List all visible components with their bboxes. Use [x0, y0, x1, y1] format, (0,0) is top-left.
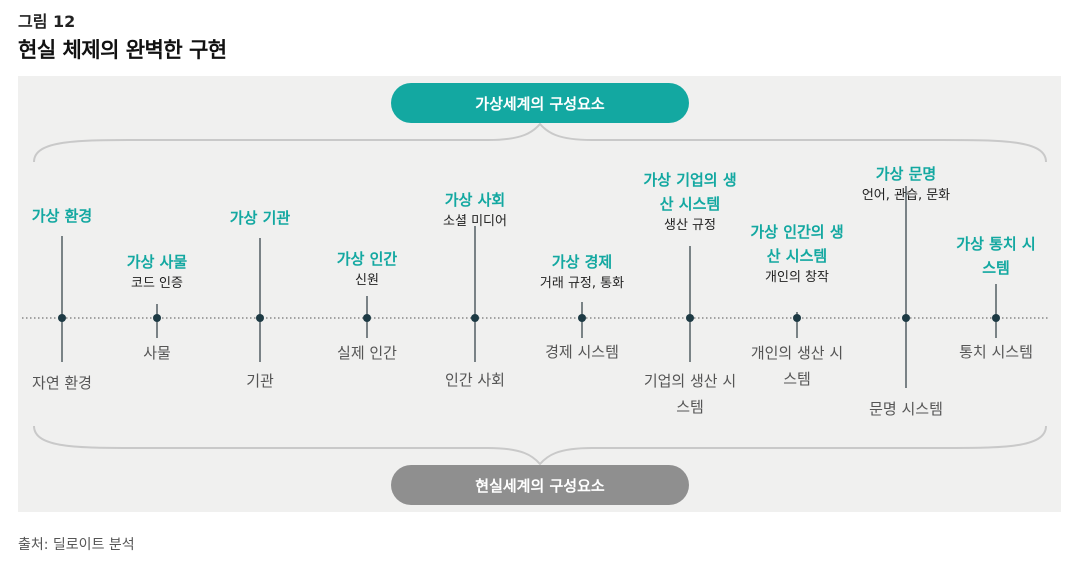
example-label: 코드 인증 [131, 276, 183, 291]
connector-dot-5 [578, 314, 586, 322]
diagram-lines [22, 122, 1048, 466]
real-item-enterprise-production: 기업의 생산 시스템 [595, 368, 785, 420]
connector-dot-9 [992, 314, 1000, 322]
real-item-humans: 실제 인간 [272, 340, 462, 366]
virtual-label: 가상 기업의 생산 시스템 [643, 171, 737, 213]
real-label: 개인의 생산 시스템 [750, 344, 844, 388]
real-label: 인간 사회 [445, 371, 505, 389]
connector-dot-4 [471, 314, 479, 322]
real-label: 자연 환경 [32, 374, 92, 392]
item-personal-production: 가상 인간의 생산 시스템 개인의 창작 [702, 220, 892, 288]
virtual-label: 가상 문명 [875, 165, 937, 183]
real-label: 통치 시스템 [959, 343, 1033, 361]
bottom-brace [33, 425, 1047, 466]
connector-dot-6 [686, 314, 694, 322]
connector-dot-8 [902, 314, 910, 322]
virtual-components-pill: 가상세계의 구성요소 [391, 83, 689, 123]
figure-title: 현실 체제의 완벽한 구현 [18, 38, 227, 62]
real-label: 실제 인간 [337, 344, 397, 362]
item-objects: 가상 사물 코드 인증 [62, 250, 252, 294]
real-item-objects: 사물 [62, 340, 252, 366]
real-item-natural-environment: 자연 환경 [0, 370, 157, 396]
connector-dot-0 [58, 314, 66, 322]
example-label: 소셜 미디어 [443, 214, 507, 229]
real-label: 경제 시스템 [545, 343, 619, 361]
virtual-label: 가상 인간 [336, 250, 398, 268]
connector-dot-2 [256, 314, 264, 322]
real-label: 기관 [246, 372, 274, 390]
connector-dot-3 [363, 314, 371, 322]
example-label: 개인의 창작 [765, 270, 829, 285]
real-item-governance: 통치 시스템 [901, 339, 1079, 365]
virtual-label: 가상 환경 [31, 207, 93, 225]
item-institutions: 가상 기관 [165, 206, 355, 230]
diagram-panel: 가상세계의 구성요소 현실세계의 구성요소 가상 환경 자연 환경 가상 사물 … [18, 76, 1061, 512]
figure-source: 출처: 딜로이트 분석 [18, 537, 135, 553]
virtual-label: 가상 통치 시스템 [956, 235, 1036, 277]
real-item-society: 인간 사회 [380, 367, 570, 393]
real-item-civilization: 문명 시스템 [811, 396, 1001, 422]
real-item-personal-production: 개인의 생산 시스템 [702, 340, 892, 392]
virtual-label: 가상 경제 [551, 253, 613, 271]
item-humans: 가상 인간 신원 [272, 247, 462, 291]
item-society: 가상 사회 소셜 미디어 [380, 188, 570, 232]
virtual-label: 가상 인간의 생산 시스템 [750, 223, 844, 265]
connector-dot-1 [153, 314, 161, 322]
real-components-pill: 현실세계의 구성요소 [391, 465, 689, 505]
item-natural-environment: 가상 환경 [0, 204, 157, 228]
example-label: 언어, 관습, 문화 [861, 188, 951, 203]
virtual-label: 가상 사회 [444, 191, 506, 209]
real-item-institutions: 기관 [165, 368, 355, 394]
example-label: 생산 규정 [664, 218, 716, 233]
real-label: 문명 시스템 [869, 400, 943, 418]
item-economy: 가상 경제 거래 규정, 통화 [487, 250, 677, 294]
item-enterprise-production: 가상 기업의 생산 시스템 생산 규정 [595, 168, 785, 236]
example-label: 신원 [355, 273, 379, 288]
real-label: 사물 [143, 344, 171, 362]
item-civilization: 가상 문명 언어, 관습, 문화 [811, 162, 1001, 206]
real-item-economy: 경제 시스템 [487, 339, 677, 365]
virtual-label: 가상 사물 [126, 253, 188, 271]
connector-dot-7 [793, 314, 801, 322]
top-brace [33, 122, 1047, 163]
example-label: 거래 규정, 통화 [539, 276, 625, 291]
virtual-label: 가상 기관 [229, 209, 291, 227]
figure-label: 그림 12 [18, 12, 76, 31]
real-label: 기업의 생산 시스템 [643, 372, 737, 416]
item-governance: 가상 통치 시스템 [901, 232, 1079, 280]
